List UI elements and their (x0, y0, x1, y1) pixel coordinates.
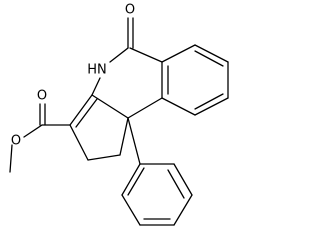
bond-c9b-phenyl (127, 117, 141, 165)
bond-ph-6-double (127, 167, 145, 196)
bond-c1-c9b (119, 117, 129, 156)
bond-c5-n (109, 47, 129, 63)
bond-c2-c1 (87, 154, 121, 161)
bond-ph-5 (121, 194, 141, 226)
bonds (9, 17, 229, 226)
bond-c6-c7 (194, 44, 229, 63)
bond-c3-c2 (69, 124, 89, 161)
bond-c3a-c9b (91, 94, 129, 119)
bond-oether-methyl (9, 144, 13, 173)
bond-c3a-c3 (69, 94, 93, 126)
bond-c9b-c9a (127, 97, 163, 119)
bond-c8-c9-double (194, 93, 224, 110)
nh-label: HN (87, 63, 107, 78)
chemical-structure: O HN O O (9, 3, 229, 226)
ester-ether-oxygen-label: O (11, 134, 21, 149)
bond-ph-6 (121, 163, 141, 196)
carbonyl-oxygen-label: O (125, 3, 135, 18)
bond-ph-2 (173, 163, 193, 196)
bond-c5-c5a (129, 47, 163, 63)
bond-ph-2-double (167, 169, 185, 199)
bond-c5a-c6 (161, 44, 196, 63)
bond-c6-c7-double (194, 50, 224, 67)
bond-ph-3 (173, 194, 193, 226)
atom-labels: O HN O O (11, 3, 135, 149)
bond-ester-c-oether (23, 124, 43, 138)
bond-c9-c9a (161, 97, 196, 116)
bond-n-c3a (91, 77, 101, 96)
ester-carbonyl-oxygen-label: O (37, 89, 47, 104)
bond-c3a-c3-double (75, 98, 98, 128)
bond-c8-c9 (194, 97, 229, 116)
